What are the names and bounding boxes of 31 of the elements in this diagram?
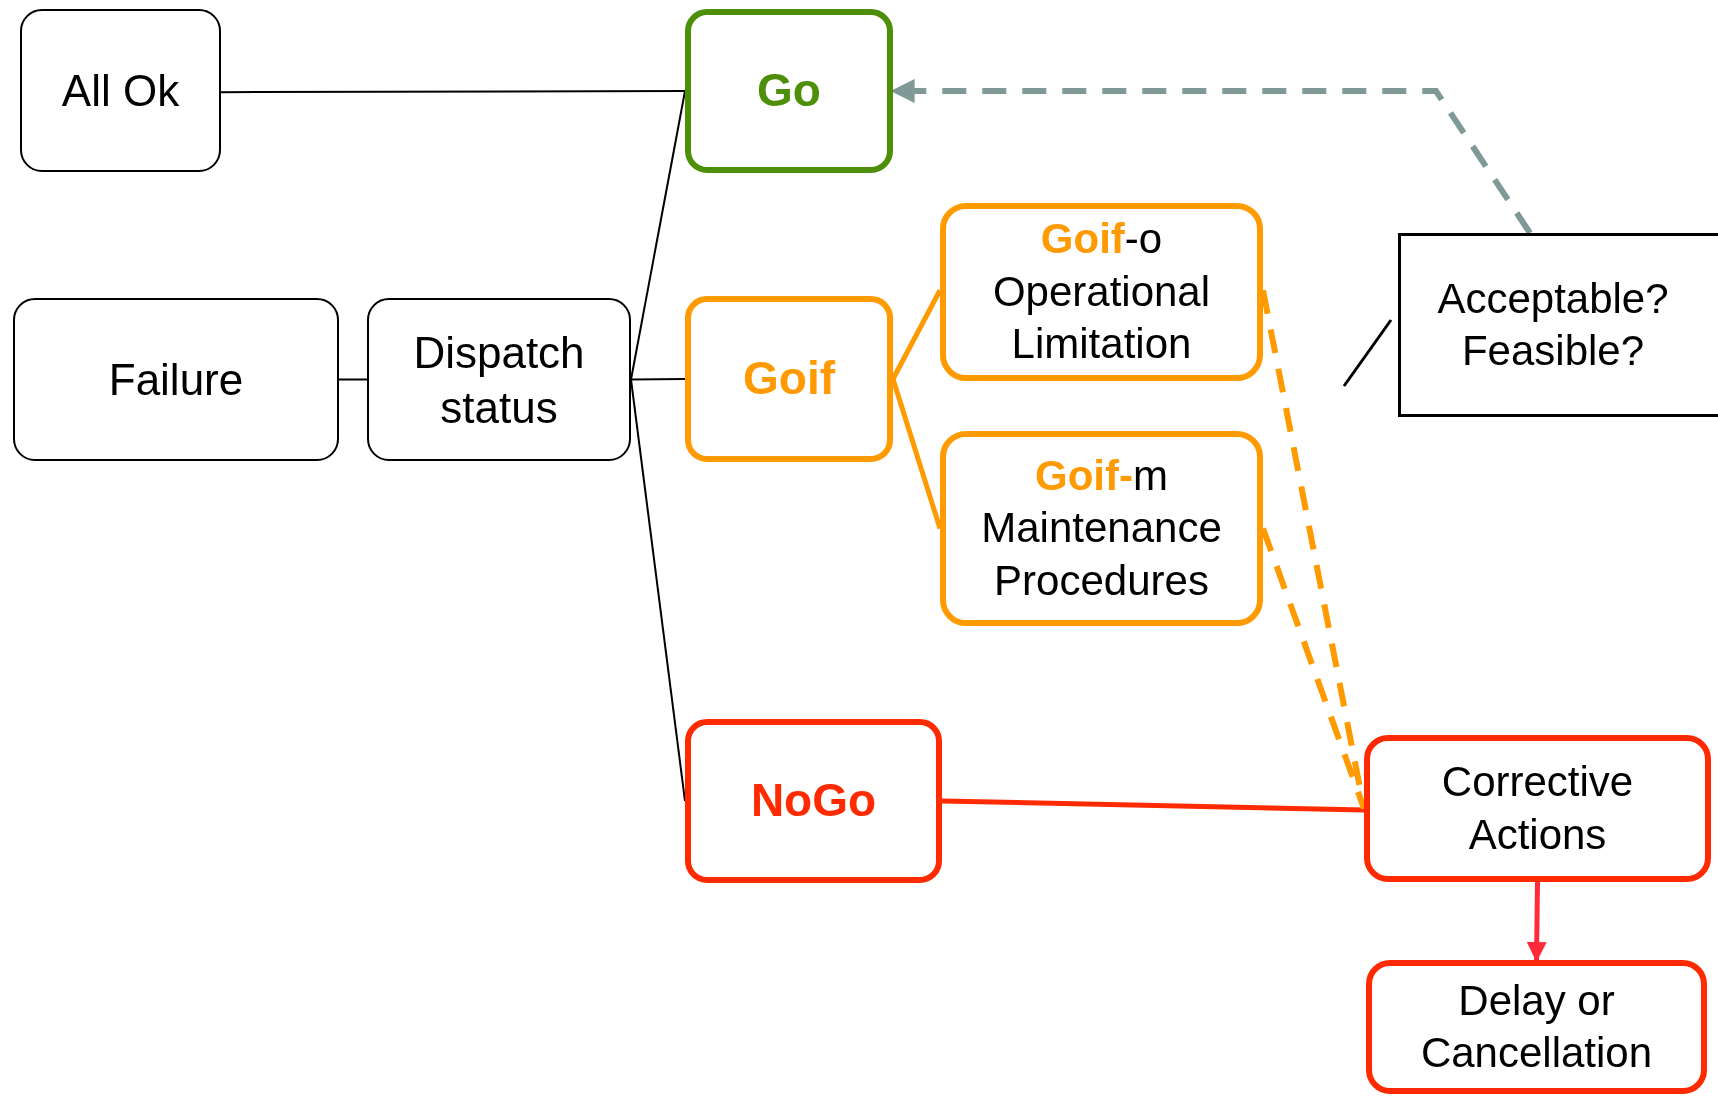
rounded-box — [20, 9, 221, 172]
rounded-box — [940, 431, 1263, 626]
node-label: Dispatch status — [412, 326, 586, 434]
node-label: Maintenance Procedures — [980, 503, 1223, 606]
rounded-box — [940, 203, 1263, 381]
node-label: Operational Limitation — [991, 266, 1212, 370]
node-heading: Goif-m — [1035, 450, 1168, 501]
node-label: Go — [757, 63, 821, 119]
node-label: Goif — [743, 351, 835, 407]
connector-line — [630, 90, 686, 381]
rounded-box — [13, 298, 339, 461]
connector-line — [630, 378, 686, 381]
node-label: All Ok — [61, 65, 180, 117]
rounded-box — [685, 719, 942, 883]
connector-line — [941, 798, 1365, 813]
connector-line — [630, 378, 686, 802]
node-label: NoGo — [750, 773, 877, 829]
node-label: Delay or Cancellation — [1419, 975, 1654, 1078]
node-label: Acceptable? Feasible? — [1436, 273, 1670, 376]
arrow — [1526, 881, 1547, 962]
rounded-box — [367, 298, 631, 461]
node-label: Corrective Actions — [1440, 757, 1635, 860]
connector-line — [338, 378, 368, 381]
rounded-box — [685, 9, 893, 173]
rounded-box — [1366, 960, 1707, 1094]
connector-line — [220, 90, 686, 94]
node-label: Failure — [108, 354, 244, 406]
rounded-box — [1364, 735, 1711, 882]
node-heading: Goif-o — [1040, 214, 1163, 265]
box — [1398, 233, 1718, 417]
rounded-box — [685, 296, 893, 462]
